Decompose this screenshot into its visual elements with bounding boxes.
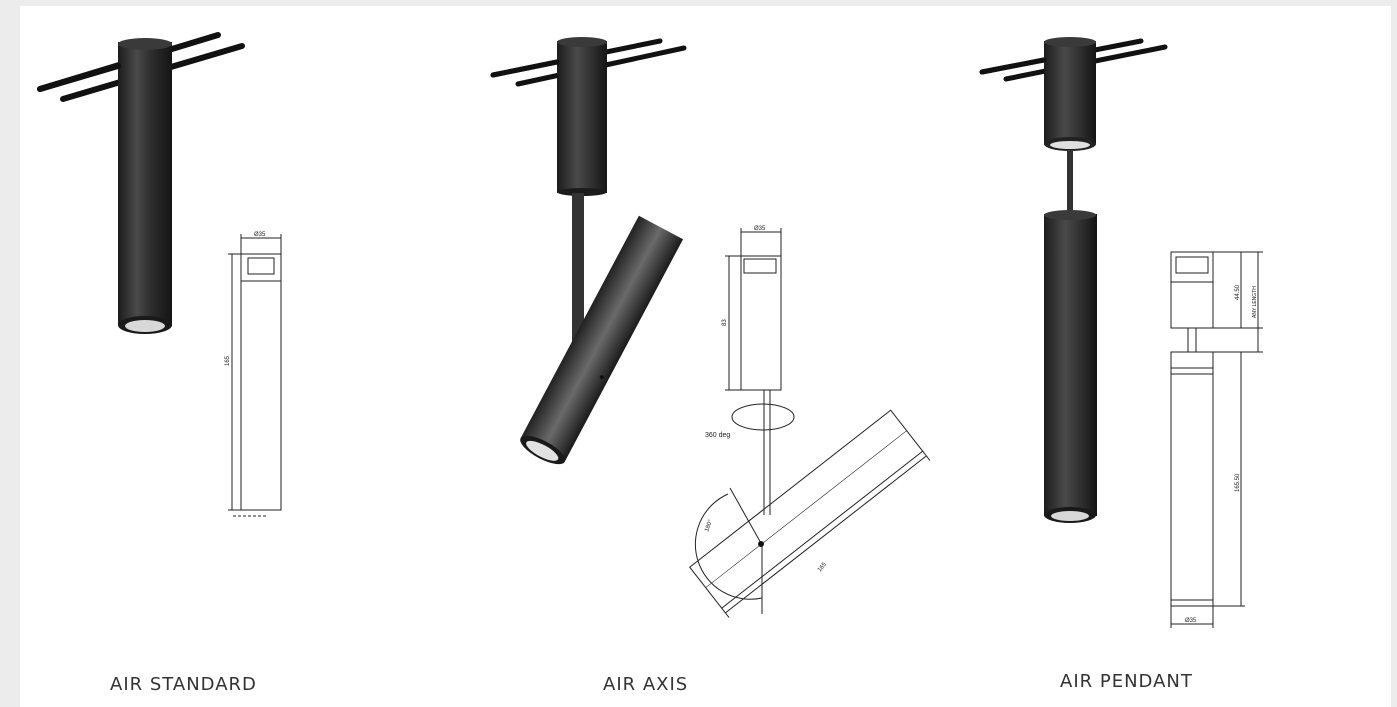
air-standard-render (37, 32, 245, 334)
product-air-axis: Ø35 83 360 deg 180° 165 AIR AXIS (460, 0, 940, 707)
air-pendant-caption: AIR PENDANT (1060, 671, 1193, 692)
product-air-standard: Ø35 165 AIR STANDARD (0, 0, 460, 707)
air-pendant-render (979, 37, 1168, 523)
air-axis-render (490, 37, 687, 465)
air-axis-caption: AIR AXIS (603, 674, 689, 695)
air-standard-caption: AIR STANDARD (110, 674, 257, 695)
product-air-pendant: 44.50 ANY LENGTH 165.50 Ø35 AIR PENDANT (940, 0, 1397, 707)
